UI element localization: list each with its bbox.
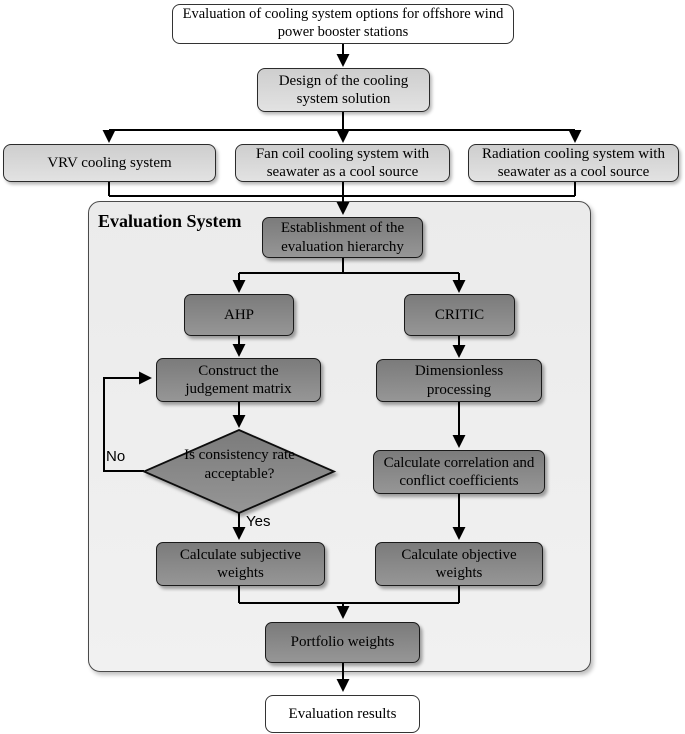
node-design: Design of the cooling system solution xyxy=(257,68,430,112)
node-ahp: AHP xyxy=(184,294,294,336)
node-portfolio-weights: Portfolio weights xyxy=(265,622,420,663)
decision-no-label: No xyxy=(106,448,126,465)
evaluation-system-panel xyxy=(88,201,591,672)
node-option-fan-coil: Fan coil cooling system with seawater as… xyxy=(235,144,450,182)
consistency-decision: Is consistency rate acceptable? xyxy=(184,447,295,482)
node-objective-weights: Calculate objective weights xyxy=(375,542,543,586)
node-critic: CRITIC xyxy=(404,294,515,336)
node-construct-matrix: Construct the judgement matrix xyxy=(156,358,321,402)
node-subjective-weights: Calculate subjective weights xyxy=(156,542,325,586)
decision-yes-label: Yes xyxy=(246,513,271,530)
node-establishment: Establishment of the evaluation hierarch… xyxy=(262,217,423,258)
node-option-radiation: Radiation cooling system with seawater a… xyxy=(468,144,679,182)
connector-no-feedback-loop xyxy=(103,371,152,472)
node-title: Evaluation of cooling system options for… xyxy=(172,4,514,44)
node-option-vrv: VRV cooling system xyxy=(3,144,216,182)
node-correlation: Calculate correlation and conflict coeff… xyxy=(373,450,545,494)
consistency-decision-shape xyxy=(141,429,337,514)
node-dimensionless: Dimensionless processing xyxy=(376,359,542,402)
evaluation-system-label: Evaluation System xyxy=(98,211,242,231)
node-results: Evaluation results xyxy=(265,695,420,733)
